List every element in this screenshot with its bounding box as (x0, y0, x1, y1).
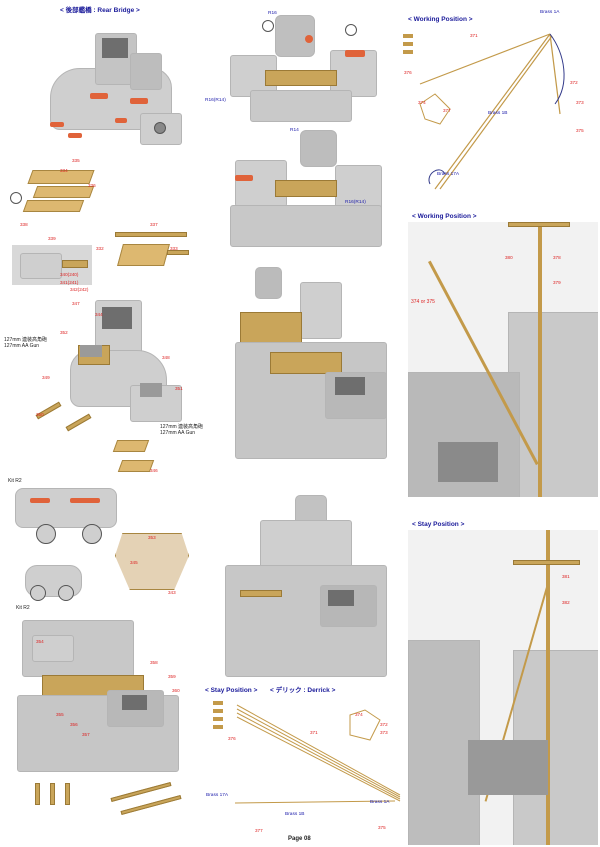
assembled-rear-bridge-photo (12, 615, 192, 775)
kit-r2-part-b-photo (20, 560, 90, 610)
circle-marker-a (262, 20, 274, 32)
part-342: 342(242) (70, 287, 89, 292)
part-337: 337 (150, 222, 158, 227)
part-382: 382 (562, 600, 570, 605)
bridge-assembled-photo-2 (210, 490, 400, 680)
part-378: 378 (553, 255, 561, 260)
part-335: 335 (72, 158, 80, 163)
part-376-top: 376 (404, 70, 412, 75)
part-373-top: 373 (576, 100, 584, 105)
part-348: 348 (162, 355, 170, 360)
rail-337-photo (105, 222, 195, 282)
brass-1a-bottom: Brass 1A (370, 800, 390, 805)
part-360: 360 (172, 688, 180, 693)
deck-plate-photo (110, 528, 195, 598)
part-358: 358 (150, 660, 158, 665)
brass-1a-top: Brass 1A (540, 10, 560, 15)
part-377-top: 377 (443, 108, 451, 113)
r14-mid-label: R14 (290, 128, 299, 133)
mast-working-photo (408, 222, 598, 497)
part-374-top: 374 (418, 100, 426, 105)
part-352: 352 (60, 330, 68, 335)
part-347: 347 (72, 301, 80, 306)
part-354: 354 (36, 639, 44, 644)
page-number: Page 08 (288, 836, 311, 842)
part-371-bottom: 371 (310, 730, 318, 735)
closeup-photo (12, 245, 92, 285)
bridge-top-photo (205, 10, 395, 122)
stay-position-bottom-header: < Stay Position > (205, 687, 258, 694)
kit-r2-label-a: Kit R2 (8, 478, 22, 484)
part-344: 344 (95, 312, 103, 317)
part-351: 351 (175, 386, 183, 391)
part-359: 359 (168, 674, 176, 679)
aa-gun-assembly-photo (40, 295, 190, 435)
part-372-bottom: 372 (380, 722, 388, 727)
r16-top-label: R16 (268, 11, 277, 16)
brass-1b-top: Brass 1B (488, 111, 508, 116)
brass-17a-top: Brass 17A (437, 172, 460, 177)
part-334: 334 (60, 168, 68, 173)
part-373-bottom: 373 (380, 730, 388, 735)
part-341: 341(241) (60, 280, 79, 285)
part-349: 349 (42, 375, 50, 380)
bridge-mid-photo (205, 125, 395, 250)
mast-stay-photo (408, 530, 598, 845)
brass-1b-bottom: Brass 1B (285, 812, 305, 817)
part-332: 332 (96, 246, 104, 251)
r14-mid-side-label: R16(R14) (345, 200, 366, 205)
small-parts-row-photo (30, 775, 200, 820)
part-380: 380 (505, 255, 513, 260)
part-333: 333 (170, 246, 178, 251)
part-375-bottom: 375 (378, 825, 386, 830)
part-371-top: 371 (470, 33, 478, 38)
derrick-header: < デリック : Derrick > (270, 687, 336, 694)
part-350: 350 (36, 412, 44, 417)
part-381: 381 (562, 574, 570, 579)
bridge-assembled-photo-1 (215, 262, 400, 462)
aa-gun-left-jp: 127mm 連装高角砲 (4, 337, 48, 343)
r16-top-side-label: R16(R14) (205, 98, 226, 103)
rear-bridge-photo (30, 18, 200, 158)
part-356: 356 (70, 722, 78, 727)
part-379: 379 (553, 280, 561, 285)
part-374-bottom: 374 (355, 712, 363, 717)
part-353: 353 (148, 535, 156, 540)
aa-gun-right-jp: 127mm 連装高角砲 (160, 424, 204, 430)
derrick-working-diagram (400, 24, 598, 199)
part-372-top: 372 (570, 80, 578, 85)
part-355: 355 (56, 712, 64, 717)
kit-r2-label-b: Kit R2 (16, 605, 30, 611)
fret-parts-335-photo (10, 160, 100, 235)
ladder-parts-photo (30, 400, 160, 475)
rear-bridge-header: < 後部艦橋 : Rear Bridge > (60, 7, 140, 14)
part-345: 345 (130, 560, 138, 565)
working-position-mid-header: < Working Position > (412, 213, 477, 220)
part-357: 357 (82, 732, 90, 737)
pos-374-or-375: 374 or 375 (411, 299, 435, 305)
part-340: 340(240) (60, 272, 79, 277)
stay-position-right-header: < Stay Position > (412, 521, 465, 528)
part-375-top: 375 (576, 128, 584, 133)
brass-17a-bottom: Brass 17A (206, 793, 229, 798)
part-346: 346 (150, 468, 158, 473)
part-377-bottom: 377 (255, 828, 263, 833)
aa-gun-right-en: 127mm AA Gun (160, 430, 196, 436)
aa-gun-left-en: 127mm AA Gun (4, 343, 40, 349)
part-376-bottom: 376 (228, 736, 236, 741)
part-336: 336 (88, 183, 96, 188)
derrick-stay-diagram (205, 695, 405, 835)
part-339: 339 (48, 236, 56, 241)
kit-r2-part-a-photo (10, 478, 120, 548)
circle-marker-b (345, 24, 357, 36)
part-343: 343 (168, 590, 176, 595)
part-338: 338 (20, 222, 28, 227)
working-position-top-header: < Working Position > (408, 16, 473, 23)
